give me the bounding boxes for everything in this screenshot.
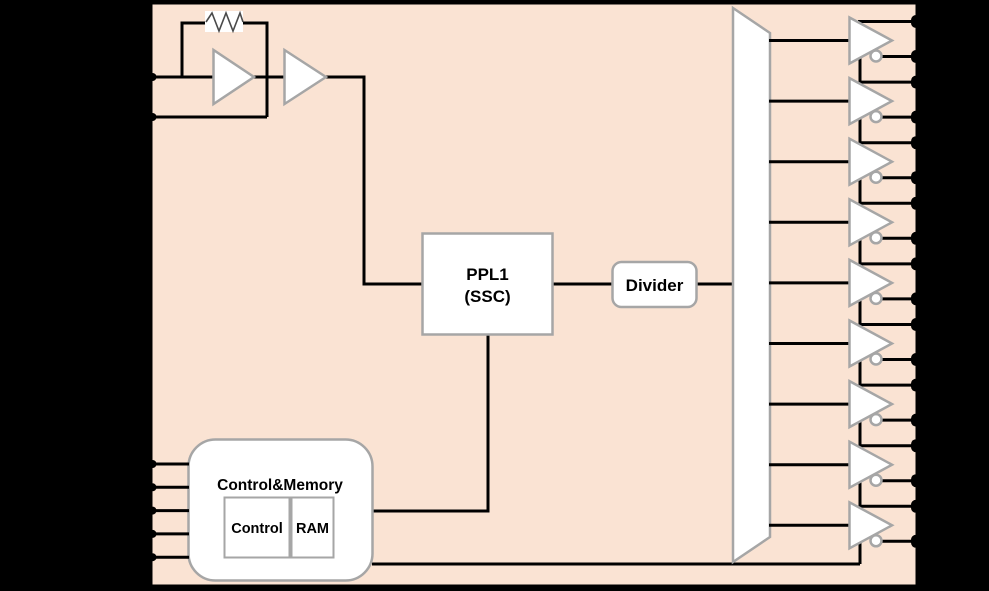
inverter-bubble-icon bbox=[869, 49, 883, 63]
buffer-output-wire bbox=[858, 419, 923, 448]
inverter-bubble-icon bbox=[869, 473, 883, 487]
pll-box bbox=[421, 232, 554, 336]
control-pin-dot bbox=[148, 506, 157, 515]
buffer-amp-icon bbox=[283, 47, 329, 107]
oscillator-amp-icon bbox=[212, 47, 257, 107]
control-pin-dot bbox=[148, 553, 157, 562]
fanout-mux bbox=[731, 5, 772, 565]
inverter-bubble-icon bbox=[869, 352, 883, 366]
pll-label-line1: PPL1 bbox=[466, 265, 509, 284]
pll-label-line2: (SSC) bbox=[464, 287, 510, 306]
inverter-bubble-icon bbox=[869, 109, 883, 124]
oscillator-to-pll-wire bbox=[323, 75, 424, 286]
control-pin-dot bbox=[148, 483, 157, 492]
buffer-output-wire bbox=[858, 116, 923, 145]
inverter-bubble-icon bbox=[869, 231, 883, 245]
control-memory-title: Control&Memory bbox=[217, 477, 343, 494]
control-input-pins bbox=[148, 460, 189, 562]
pll-block: PPL1 (SSC) bbox=[421, 232, 554, 336]
ram-label: RAM bbox=[296, 521, 329, 537]
xo-pin-dot bbox=[148, 113, 157, 121]
resistor-icon bbox=[205, 10, 244, 34]
buffer-output-wire bbox=[858, 176, 923, 205]
buffer-shapes bbox=[848, 15, 895, 551]
inverter-bubble-icon bbox=[869, 170, 883, 184]
divider-box bbox=[611, 260, 698, 309]
ram-box bbox=[290, 496, 335, 559]
inverter-bubble-icon bbox=[869, 534, 883, 548]
control-memory-block: Control&Memory Control RAM bbox=[187, 438, 374, 582]
divider-block: Divider bbox=[611, 260, 698, 309]
inverter-bubble-icon bbox=[869, 291, 883, 306]
wires bbox=[150, 21, 860, 566]
pll-to-control-memory-wire bbox=[372, 334, 490, 513]
buffer-output-wire bbox=[858, 297, 923, 326]
resistor-body bbox=[205, 11, 243, 32]
oscillator-section bbox=[148, 10, 329, 121]
buffer-output-wire bbox=[858, 479, 923, 508]
control-label: Control bbox=[231, 521, 283, 537]
buffer-output-wire bbox=[858, 237, 923, 266]
xi-pin-dot bbox=[148, 73, 157, 81]
inverter-bubble-icon bbox=[869, 412, 883, 427]
output-buffers bbox=[769, 15, 927, 564]
control-box bbox=[223, 496, 291, 559]
divider-label: Divider bbox=[626, 276, 684, 295]
control-pin-dot bbox=[148, 460, 157, 468]
buffer-output-wire bbox=[858, 358, 923, 387]
buffer-output-wire bbox=[858, 55, 923, 84]
control-pin-dot bbox=[148, 529, 157, 538]
